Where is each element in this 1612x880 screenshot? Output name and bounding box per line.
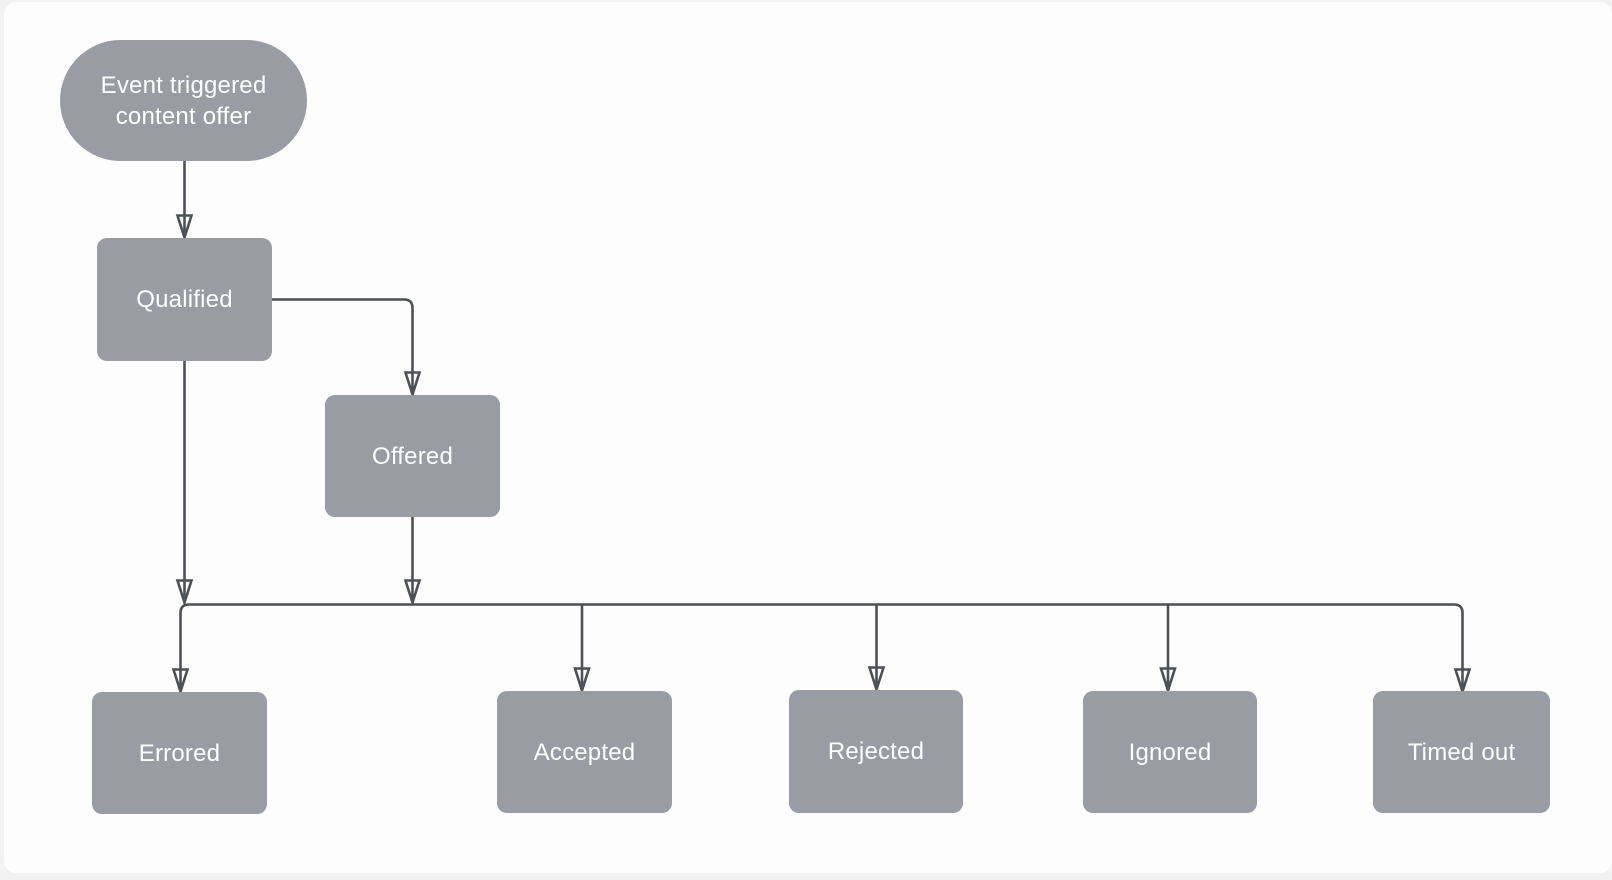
node-errored: Errored <box>92 692 267 814</box>
node-label: Offered <box>371 442 453 470</box>
node-qualified: Qualified <box>97 238 272 361</box>
node-event-triggered-content-offer: Event triggered content offer <box>60 40 307 161</box>
node-ignored: Ignored <box>1083 691 1257 813</box>
node-label: Timed out <box>1407 738 1516 766</box>
node-label: Qualified <box>136 286 233 313</box>
edge-outcome-bus-errored-to-timed-out <box>181 603 1463 691</box>
node-accepted: Accepted <box>497 691 672 813</box>
node-label: Accepted <box>533 738 636 766</box>
node-label: Event triggered content offer <box>100 71 267 130</box>
node-timed-out: Timed out <box>1373 691 1550 813</box>
node-label: Rejected <box>827 738 925 765</box>
node-label: Ignored <box>1128 738 1212 766</box>
node-label: Errored <box>138 739 221 767</box>
edge-qualified-to-offered <box>272 298 413 394</box>
node-offered: Offered <box>325 395 500 517</box>
node-rejected: Rejected <box>789 690 963 813</box>
